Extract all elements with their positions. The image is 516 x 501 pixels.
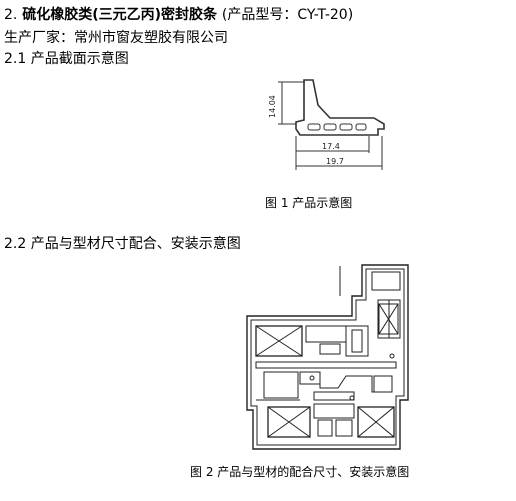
figure-2-caption: 图 2 产品与型材的配合尺寸、安装示意图 <box>190 465 410 479</box>
heading-number: 2. <box>4 7 18 23</box>
dim-outer: 19.7 <box>326 157 344 166</box>
dim-inner: 17.4 <box>322 142 340 151</box>
section-heading: 2. 硫化橡胶类(三元乙丙)密封胶条 (产品型号：CY-T-20) <box>4 4 353 24</box>
section-2-2-title: 2.2 产品与型材尺寸配合、安装示意图 <box>4 236 241 252</box>
dim-height: 14.04 <box>268 95 277 118</box>
model-label: (产品型号： <box>221 7 298 23</box>
heading-title: 硫化橡胶类(三元乙丙)密封胶条 <box>22 7 218 23</box>
manufacturer-line: 生产厂家：常州市窗友塑胶有限公司 <box>4 30 228 46</box>
figure-1-caption: 图 1 产品示意图 <box>265 196 353 210</box>
section-2-1-title: 2.1 产品截面示意图 <box>4 51 129 67</box>
model-value: CY-T-20) <box>297 7 354 23</box>
